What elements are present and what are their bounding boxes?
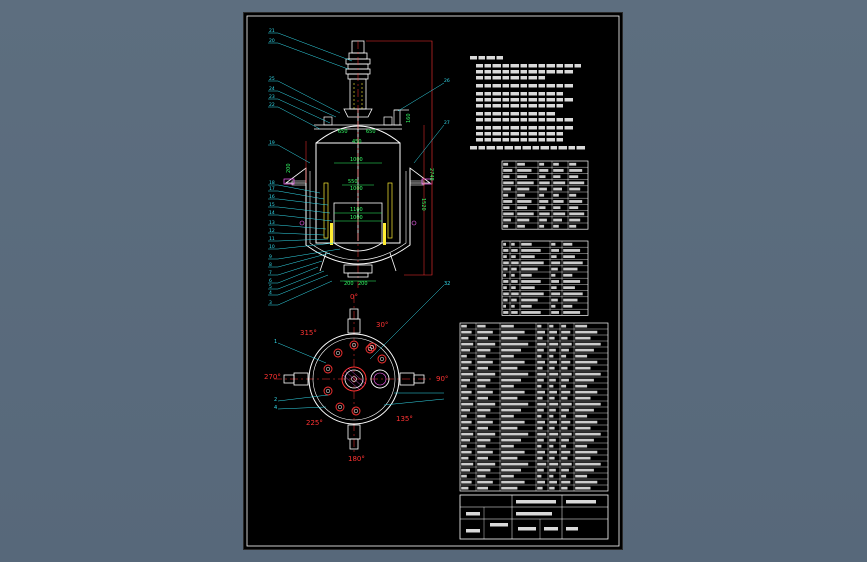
nozzle-mark [333,348,343,358]
angle-90: 90° [436,375,448,383]
dim-200a: 200 [344,281,354,287]
part-number-label: 26 [444,78,450,84]
part-number-label: 22 [269,102,275,108]
part-number-label: 19 [269,140,275,146]
dim-1520: 1520 [420,198,426,211]
dim-550: 550 [348,179,358,185]
dim-1000b: 1000 [350,186,363,192]
nozzle-mark [349,340,359,350]
plan-sightglass [370,369,390,389]
part-number-label: 18 [269,180,275,186]
part-number-label: 6 [269,278,272,284]
dim-450: 450 [352,139,362,145]
sheet-border [246,15,620,547]
dim-1000: 1000 [350,157,363,163]
part-number-label: 15 [269,202,275,208]
part-number-label: 10 [269,244,275,250]
dim-2748: 2748 [428,168,434,181]
reactor-drawing: 650 650 450 1000 550 1000 1100 1000 160 … [246,15,620,547]
part-number-label: 27 [444,120,450,126]
plan-part-32: 32 [444,281,450,287]
angle-0: 0° [350,293,358,301]
part-number-label: 20 [269,38,275,44]
nozzle-mark [365,344,375,354]
part-number-label: 14 [269,210,275,216]
agitator-frame [333,202,383,244]
dim-650-left: 650 [338,129,348,135]
plan-view: 0° 30° 315° 270° 90° 225° 135° 180° 1 2 … [264,281,450,463]
plan-manhole [341,366,367,392]
plan-shell [308,333,400,425]
part-number-label: 3 [269,300,272,306]
part-number-label: 17 [269,186,275,192]
part-number-label: 24 [269,86,275,92]
nozzle-mark [323,364,333,374]
part-leaders-right: 26 27 [397,78,450,164]
part-number-label: 21 [269,28,275,34]
part-number-label: 13 [269,220,275,226]
part-number-label: 23 [269,94,275,100]
dim-200: 200 [286,163,292,173]
angle-270: 270° [264,373,281,381]
dim-1100: 1100 [350,207,363,213]
elevation-view: 650 650 450 1000 550 1000 1100 1000 160 … [283,40,434,288]
nozzle-mark [351,406,361,416]
angle-225: 225° [306,419,323,427]
nozzle-mark [377,354,387,364]
technical-requirements [470,56,585,150]
angle-180: 180° [348,455,365,463]
tables [459,160,609,540]
part-number-label: 9 [269,254,272,260]
part-number-label: 7 [269,270,272,276]
angle-135: 135° [396,415,413,423]
part-number-label: 8 [269,262,272,268]
plan-part-2: 2 [274,397,277,403]
part-number-label: 5 [269,284,272,290]
part-number-label: 12 [269,228,275,234]
nozzle-mark [323,386,333,396]
part-number-label: 11 [269,236,275,242]
dim-650-right: 650 [366,129,376,135]
title-block [459,494,609,540]
dim-160: 160 [406,113,412,123]
nozzle-mark [335,402,345,412]
nozzle-mark [367,342,377,352]
part-number-label: 25 [269,76,275,82]
dim-200b: 200 [358,281,368,287]
plan-part-4: 4 [274,405,277,411]
plan-part-1: 1 [274,339,277,345]
part-number-label: 4 [269,290,272,296]
dim-1000c: 1000 [350,215,363,221]
support-lug-right [409,167,432,184]
part-number-label: 16 [269,194,275,200]
drawing-sheet: 650 650 450 1000 550 1000 1100 1000 160 … [244,13,622,549]
jacket [305,168,411,265]
table-grid [501,160,589,230]
angle-30: 30° [376,321,388,329]
angle-315: 315° [300,329,317,337]
